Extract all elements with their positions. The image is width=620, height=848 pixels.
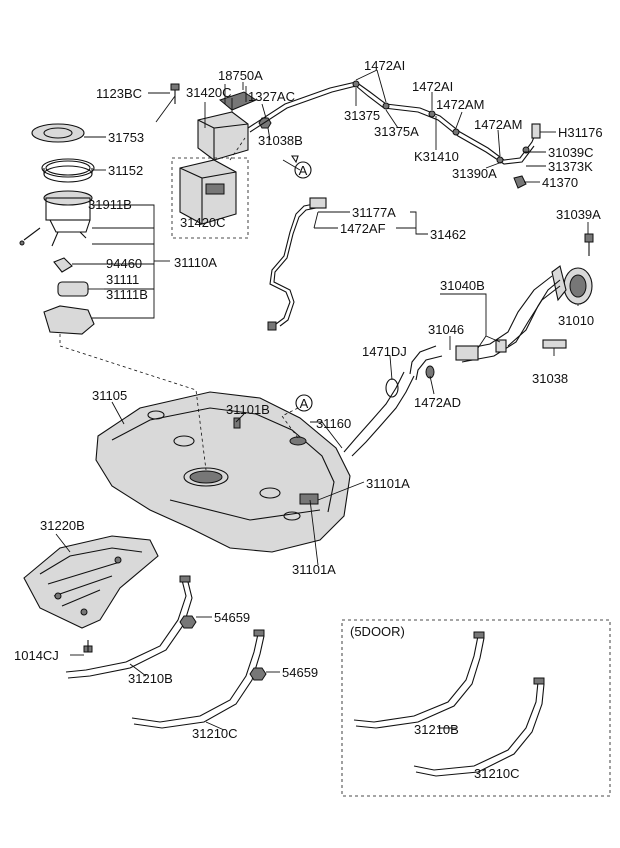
label-41370: 41370 (542, 175, 578, 190)
label-31101A-2: 31101A (292, 562, 336, 577)
label-31210B-left: 31210B (128, 671, 173, 686)
bolt-31039A (584, 233, 594, 256)
label-31040B: 31040B (440, 278, 485, 293)
label-1472AF: 1472AF (340, 221, 386, 236)
label-5door: (5DOOR) (350, 624, 405, 639)
label-54659-1: 54659 (214, 610, 250, 625)
label-54659-2: 54659 (282, 665, 318, 680)
label-31111: 31111 (106, 272, 139, 287)
label-H31176: H31176 (558, 125, 603, 140)
heat-shield-31220B (23, 533, 159, 629)
fuel-pump-plate-31753 (31, 123, 106, 143)
filler-cap-31010 (551, 265, 593, 305)
filter-31111 (57, 281, 104, 297)
fuel-tank-vent-hose-31462 (267, 197, 327, 331)
filler-hose-31160 (343, 345, 443, 457)
label-1472AM-1: 1472AM (436, 97, 484, 112)
label-1472AM-2: 1472AM (474, 117, 522, 132)
label-31101A-1: 31101A (366, 476, 410, 491)
label-31373K: 31373K (548, 159, 593, 174)
label-31210B-right: 31210B (414, 722, 459, 737)
lock-ring-31152 (41, 158, 106, 183)
label-31101B: 31101B (226, 402, 270, 417)
label-31420C-top: 31420C (186, 85, 232, 100)
label-31046: 31046 (428, 322, 464, 337)
label-K31410: K31410 (414, 149, 459, 164)
callout-a-lower: A (295, 394, 313, 412)
filler-neck-pipe-31040B (455, 275, 561, 363)
reservoir-31111B (43, 305, 152, 335)
label-31462: 31462 (430, 227, 466, 242)
label-31210C-right: 31210C (474, 766, 520, 781)
label-1123BC: 1123BC (96, 86, 142, 101)
label-31039C: 31039C (548, 145, 594, 160)
label-31220B: 31220B (40, 518, 85, 533)
label-31038B: 31038B (258, 133, 303, 148)
label-31038: 31038 (532, 371, 568, 386)
label-31160: 31160 (316, 416, 351, 431)
label-31110A: 31110A (174, 255, 217, 270)
label-94460: 94460 (106, 256, 142, 271)
strap-31210B-left (65, 575, 193, 679)
svg-text:A: A (300, 396, 309, 411)
label-31010: 31010 (558, 313, 594, 328)
label-1472AI-1: 1472AI (364, 58, 405, 73)
canister-detail-box (171, 137, 249, 239)
sender-94460 (53, 257, 104, 273)
bolt-1014CJ (70, 640, 93, 656)
bolt-1123BC (148, 83, 180, 104)
label-18750A: 18750A (218, 68, 263, 83)
strap-31210C-left (131, 629, 265, 731)
label-1472AD: 1472AD (414, 395, 461, 410)
bracket-31110A (92, 204, 170, 319)
label-1471DJ: 1471DJ (362, 344, 407, 359)
label-plate-31038 (542, 339, 567, 349)
label-1472AI-2: 1472AI (412, 79, 453, 94)
label-31390A: 31390A (452, 166, 497, 181)
pump-to-tank-leader (59, 334, 299, 471)
label-31911B: 31911B (88, 197, 132, 212)
fuel-pump-assembly-31911B (19, 190, 144, 247)
leader-lines (111, 69, 589, 566)
label-31152: 31152 (108, 163, 143, 178)
canister-upper-31420C (197, 84, 258, 161)
five-door-variant-box (341, 619, 611, 797)
nut-54659 (179, 615, 280, 681)
label-31105: 31105 (92, 388, 127, 403)
label-31177A: 31177A (352, 205, 396, 220)
label-31039A: 31039A (556, 207, 601, 222)
fuel-tank-31105 (95, 391, 351, 553)
label-1014CJ: 1014CJ (14, 648, 59, 663)
svg-text:A: A (299, 163, 308, 178)
part-labels: 1123BC 18750A 31420C 1327AC 1472AI 1472A… (14, 58, 603, 781)
label-31111B: 31111B (106, 287, 148, 302)
label-31753: 31753 (108, 130, 144, 145)
label-1327AC: 1327AC (248, 89, 295, 104)
vapor-hose-routing (247, 80, 541, 189)
label-31420C-bottom: 31420C (180, 215, 226, 230)
callout-a-upper: A (294, 161, 312, 179)
label-31375: 31375 (344, 108, 380, 123)
label-31375A: 31375A (374, 124, 419, 139)
label-31210C-left: 31210C (192, 726, 238, 741)
